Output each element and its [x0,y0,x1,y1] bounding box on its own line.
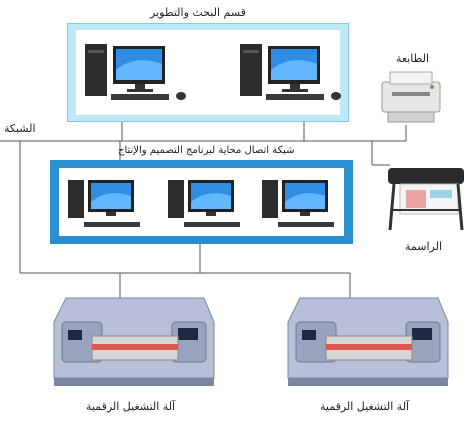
cnc-left-label: آلة التشغيل الرقمية [86,400,176,413]
cnc-right-label: آلة التشغيل الرقمية [320,400,410,413]
net-computer-2-icon [168,180,240,227]
rd-computer-left-icon [85,44,186,100]
design-network-label: شبكة اتصال محاية لبرنامج التصميم والإنتا… [118,145,295,156]
printer-label: الطابعة [396,52,430,65]
plotter-icon [388,168,464,231]
network-label: الشبكة [4,122,36,135]
plotter-label: الراسمة [405,240,443,253]
printer-icon [381,71,441,123]
cnc-machine-left-icon [53,297,215,386]
net-computer-1-icon [68,180,140,227]
cnc-machine-right-icon [287,297,449,386]
net-computer-3-icon [262,180,334,227]
rd-computer-right-icon [240,44,341,100]
rd-dept-label: قسم البحث والتطوير [150,6,246,19]
